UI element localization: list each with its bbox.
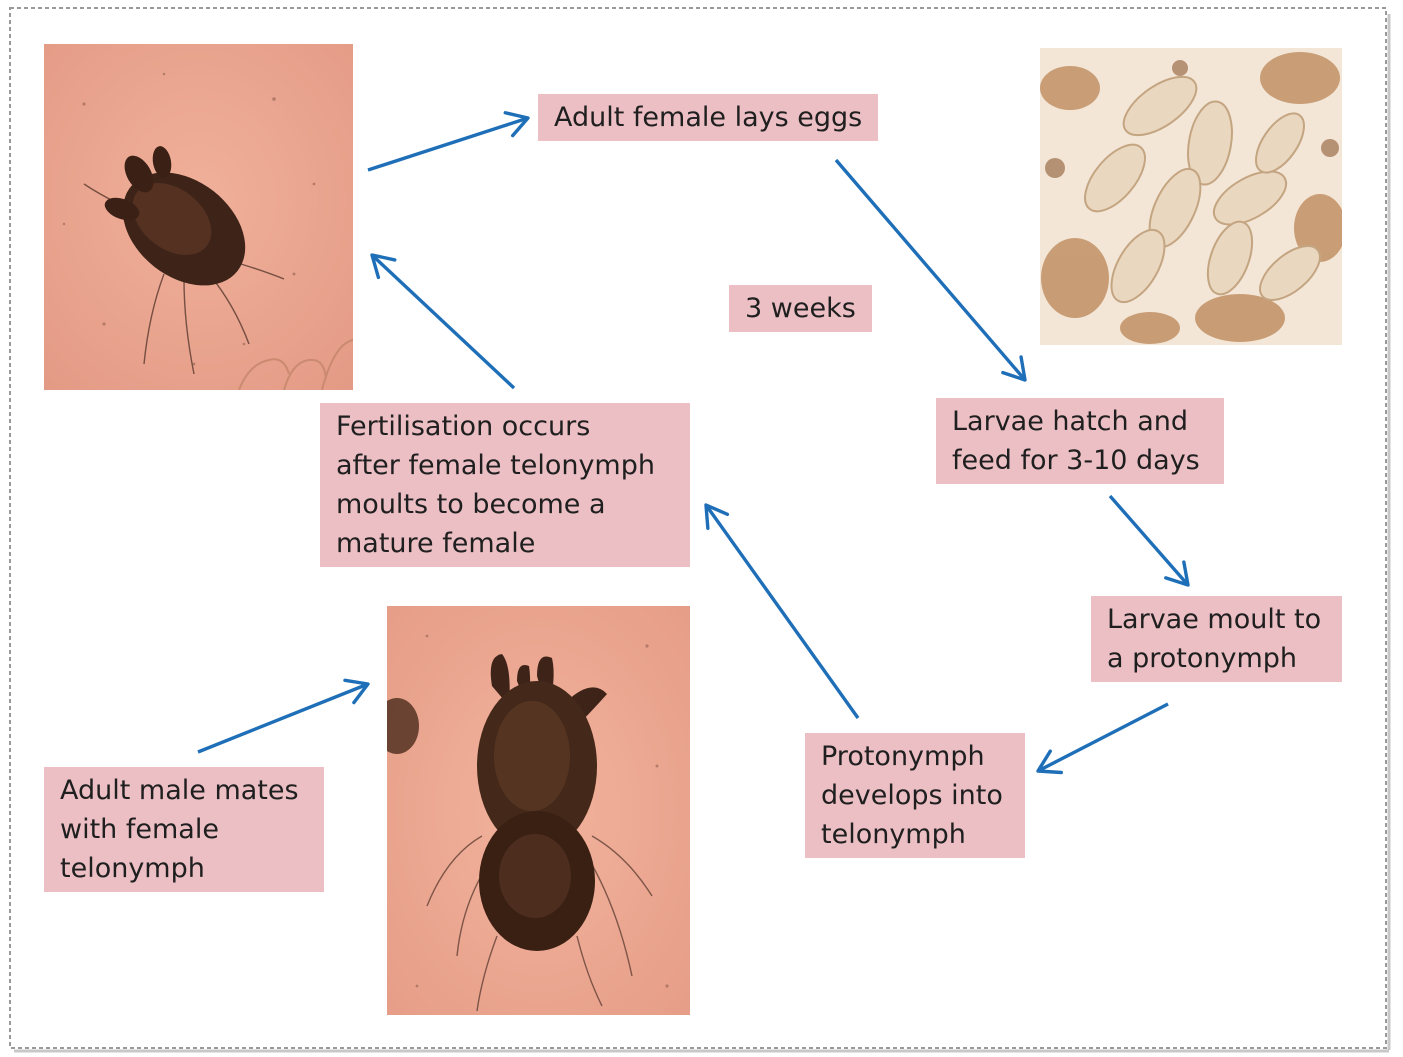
adult-female-mite-photo	[44, 44, 353, 390]
arrow-female-to-eggs	[368, 118, 528, 170]
arrow-protonymph-to-fertilisation	[706, 505, 858, 718]
arrow-fertilisation-to-female	[372, 255, 514, 388]
arrow-male-to-mating-photo	[198, 684, 368, 752]
label-adult-male-mates: Adult male mates with female telonymph	[44, 767, 324, 892]
label-larvae-hatch: Larvae hatch and feed for 3-10 days	[936, 398, 1224, 484]
label-adult-female-lays-eggs: Adult female lays eggs	[538, 94, 878, 141]
eggs-photo	[1040, 48, 1342, 345]
arrow-moult-to-protonymph	[1038, 704, 1168, 771]
arrow-larvae-to-moult	[1110, 496, 1188, 585]
male-female-mites-photo	[387, 606, 690, 1015]
label-fertilisation: Fertilisation occurs after female telony…	[320, 403, 690, 567]
arrow-eggs-to-larvae	[836, 160, 1025, 380]
label-three-weeks: 3 weeks	[729, 285, 872, 332]
label-larvae-moult: Larvae moult to a protonymph	[1091, 596, 1342, 682]
label-protonymph-develops: Protonymph develops into telonymph	[805, 733, 1025, 858]
